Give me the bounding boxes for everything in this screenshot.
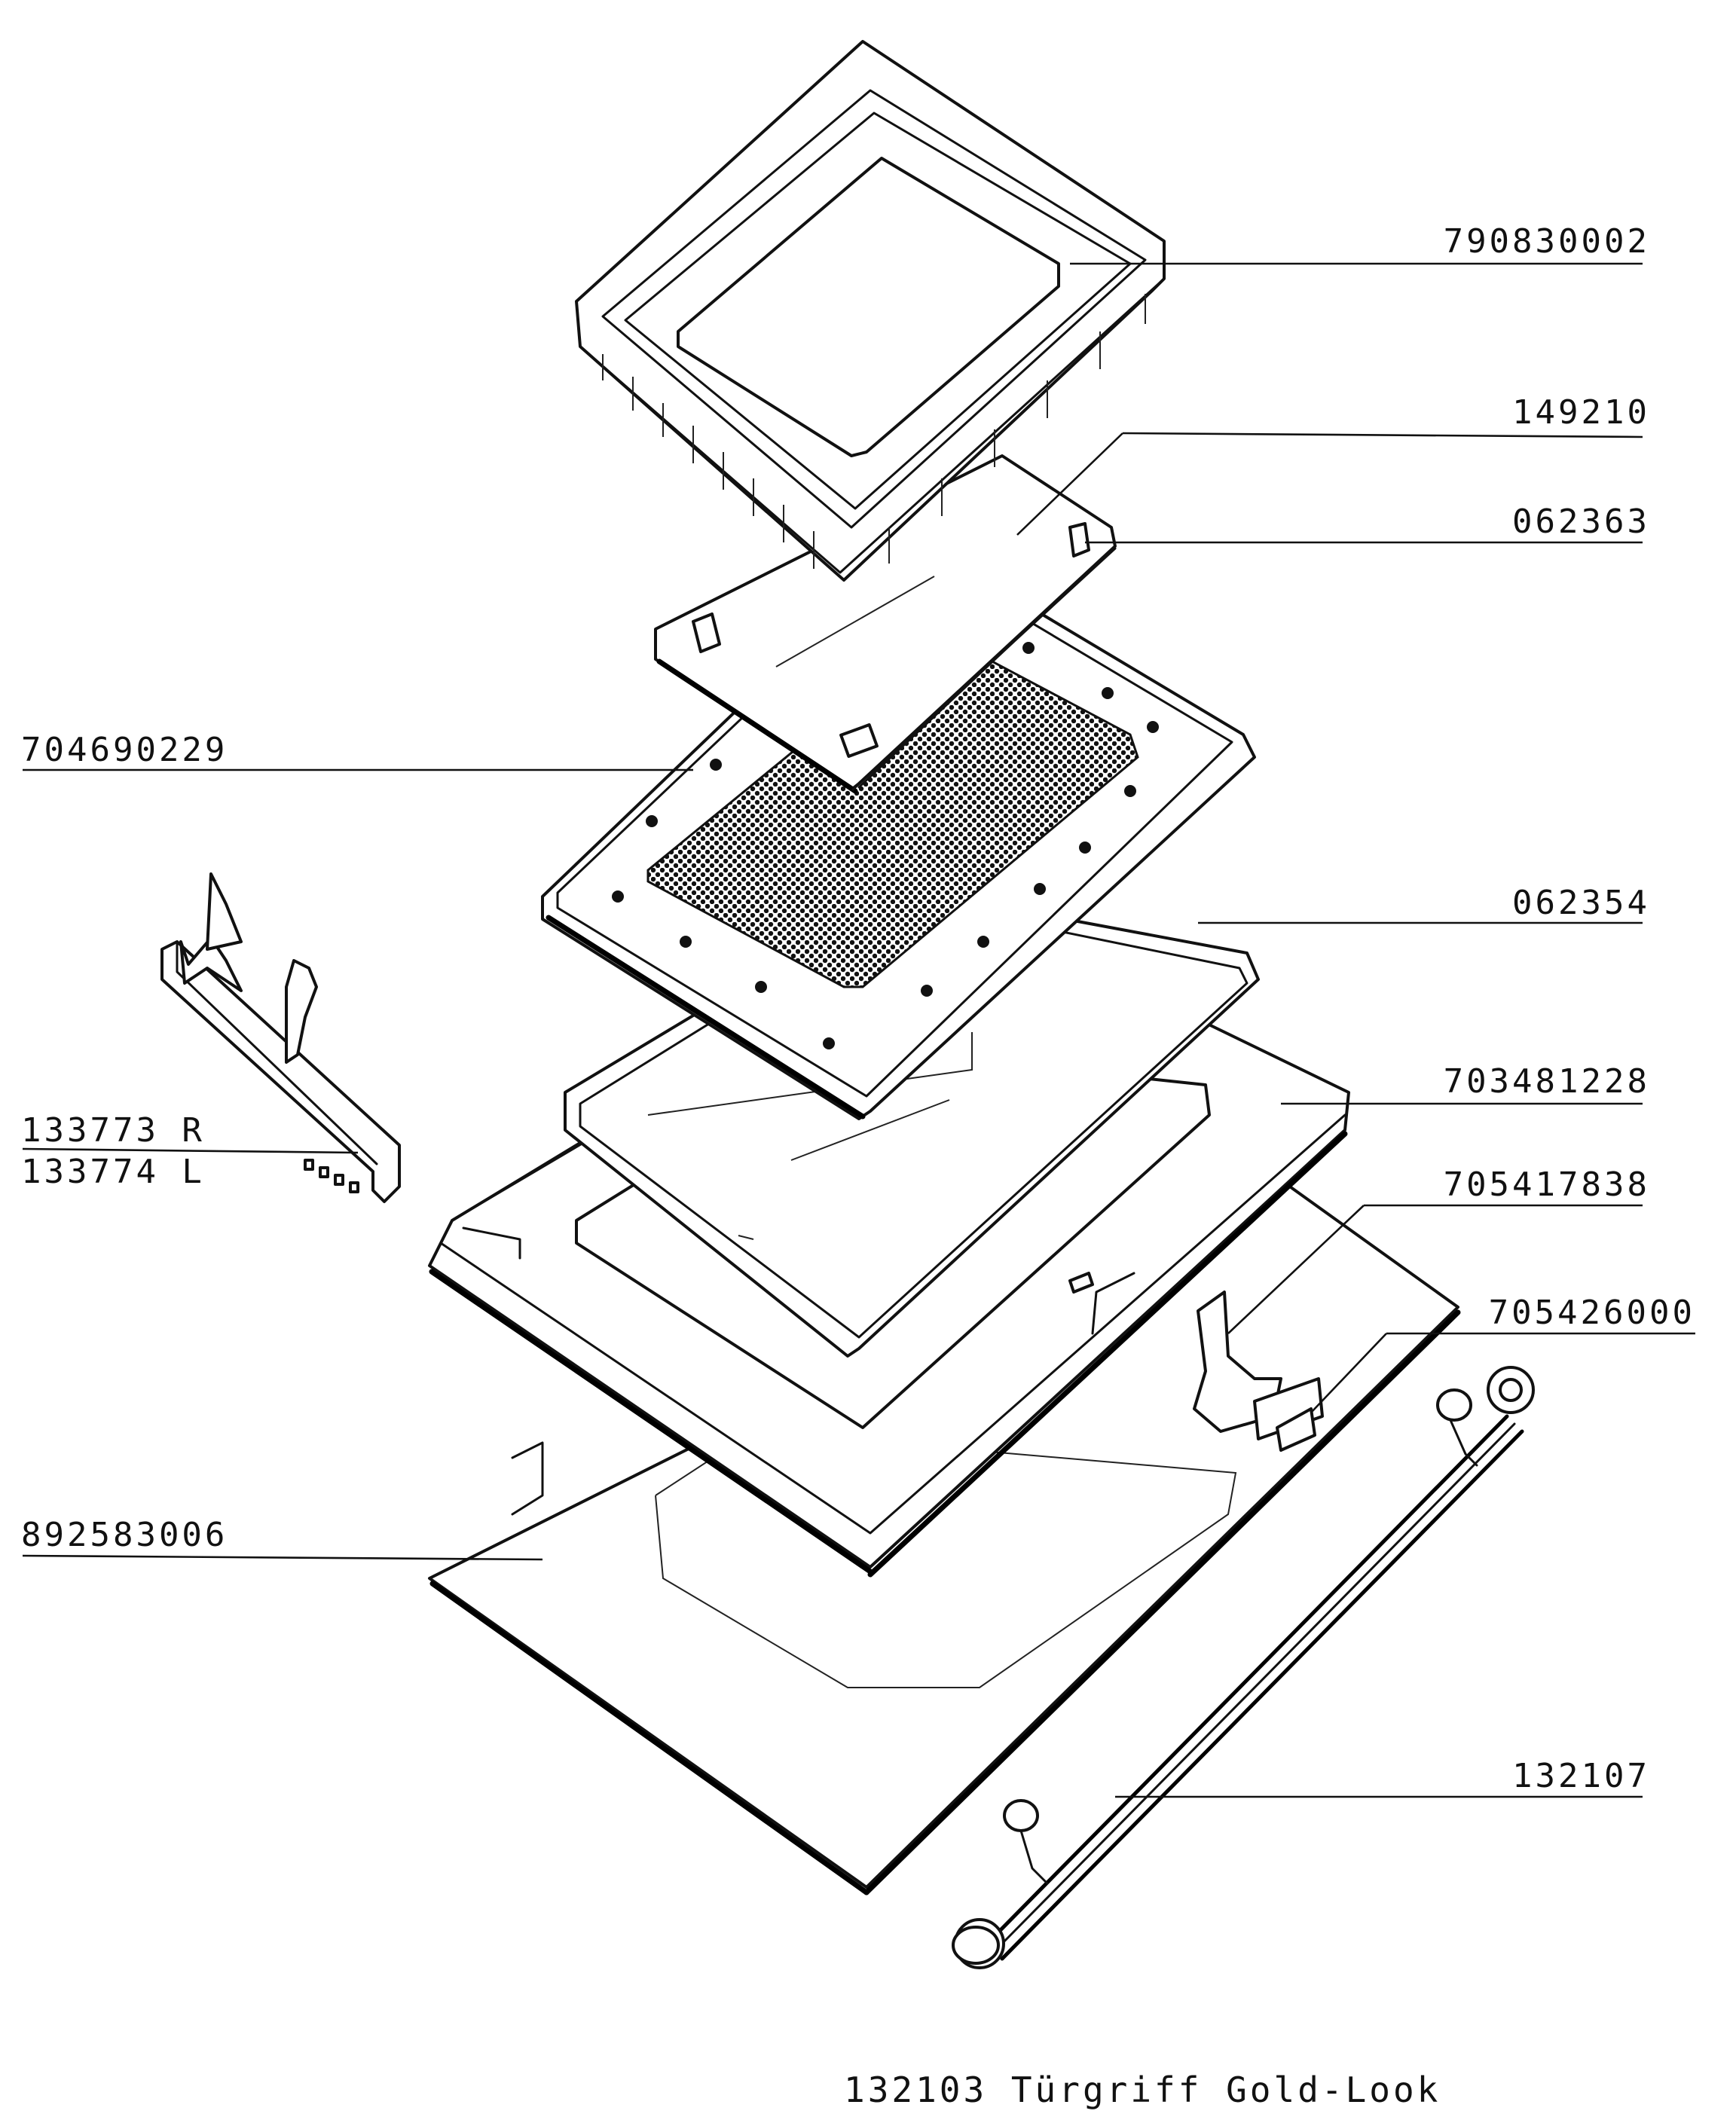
bracket-teeth — [304, 1159, 359, 1193]
label-892583006: 892583006 — [21, 1516, 228, 1554]
glass-plate-149210 — [654, 454, 1117, 794]
label-132107: 132107 — [1512, 1757, 1650, 1795]
label-133773-r: 133773 R — [21, 1111, 205, 1150]
label-704690229: 704690229 — [21, 731, 228, 769]
caption: 132103 Türgriff Gold-Look — [844, 2070, 1441, 2110]
part-labels: 790830002 149210 062363 704690229 062354… — [21, 222, 1695, 1795]
label-062363: 062363 — [1512, 502, 1650, 541]
top-frame-790830002 — [575, 40, 1166, 582]
label-790830002: 790830002 — [1444, 222, 1650, 261]
label-703481228: 703481228 — [1444, 1062, 1650, 1101]
label-705426000: 705426000 — [1489, 1294, 1695, 1332]
label-062354: 062354 — [1512, 884, 1650, 922]
hinge-bracket-133773-133774 — [160, 872, 401, 1203]
label-149210: 149210 — [1512, 393, 1650, 432]
leader-lines — [22, 262, 1695, 1798]
tray-ribs — [602, 294, 1146, 569]
door-handle-132107 — [952, 1366, 1535, 1969]
label-133774-l: 133774 L — [21, 1153, 205, 1191]
label-705417838: 705417838 — [1444, 1165, 1650, 1204]
